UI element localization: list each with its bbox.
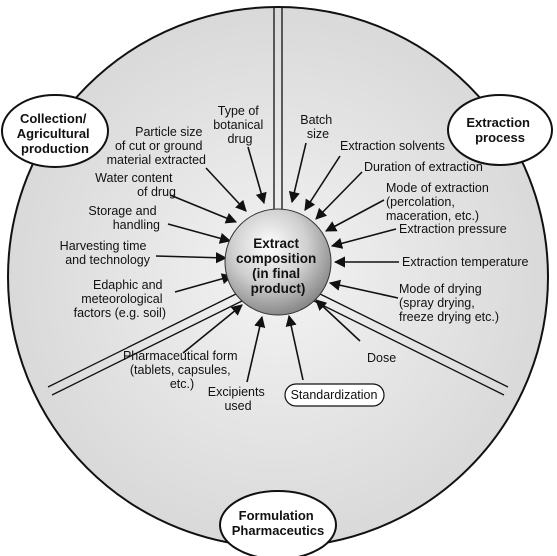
center-sphere [224,208,332,316]
arrow-type-of-drug [247,146,267,205]
center-label: Extract composition (in final product) [236,236,320,296]
arrow-particle-size [205,167,247,212]
region-collection: Collection/ Agricultural production [1,94,109,168]
arrow-pharm-form [182,304,243,354]
label-type-of-drug: Type of botanical drug [213,104,267,146]
label-storage: Storage and handling [88,204,160,232]
svg-text:Formulation Pharmaceutic: Formulation Pharmaceutics [232,508,325,538]
region-collection-line-1: Collection/ [20,111,87,126]
center-line-4: product) [251,281,306,296]
arrow-batch-size [288,142,307,204]
region-collection-line-3: production [21,141,89,156]
label-standardization: Standardization [291,388,378,402]
arrow-edaphic [174,273,234,293]
label-pharm-form: Pharmaceutical form (tablets, capsules, … [123,349,241,391]
arrow-excipients [246,315,266,383]
region-collection-line-2: Agricultural [17,126,90,141]
label-pressure: Extraction pressure [399,222,507,236]
label-dose: Dose [367,351,396,365]
label-duration: Duration of extraction [364,160,483,174]
region-formulation-line-2: Pharmaceutics [232,523,325,538]
arrow-pressure [330,228,397,249]
label-solvents: Extraction solvents [340,139,445,153]
arrow-storage [167,223,232,244]
label-temperature: Extraction temperature [402,255,528,269]
arrow-mode-extraction [325,199,385,232]
region-extraction-line-2: process [475,130,525,145]
label-harvesting: Harvesting time and technology [60,239,151,267]
label-water-content: Water content of drug [95,171,176,199]
region-formulation-line-1: Formulation [239,508,314,523]
divider-right [311,291,509,396]
label-mode-extraction: Mode of extraction (percolation, macerat… [386,181,492,223]
arrow-water-content [169,194,238,224]
center-line-2: composition [236,251,316,266]
svg-text:Collection/ Agricultural: Collection/ Agricultural production [17,111,94,156]
divider-left [47,291,245,396]
arrow-harvesting [155,252,228,264]
region-extraction: Extraction process [447,94,553,166]
center-line-3: (in final [252,266,300,281]
label-particle-size: Particle size of cut or ground material … [107,125,206,167]
standardization-box [284,383,385,407]
region-formulation: Formulation Pharmaceutics [219,490,337,556]
arrow-dose [315,299,361,342]
divider-top [273,8,283,230]
svg-text:Extraction process: Extraction process [466,115,533,145]
arrow-duration [315,171,363,220]
label-excipients: Excipients used [208,385,268,413]
center-line-1: Extract [253,236,299,251]
label-mode-drying: Mode of drying (spray drying, freeze dry… [399,282,499,324]
arrow-solvents [304,155,341,211]
region-extraction-line-1: Extraction [466,115,530,130]
arrow-standardization [285,314,304,381]
arrow-mode-drying [328,279,399,299]
arrows [155,142,399,383]
label-edaphic: Edaphic and meteorological factors (e.g.… [74,278,166,320]
label-batch-size: Batch size [300,113,335,141]
